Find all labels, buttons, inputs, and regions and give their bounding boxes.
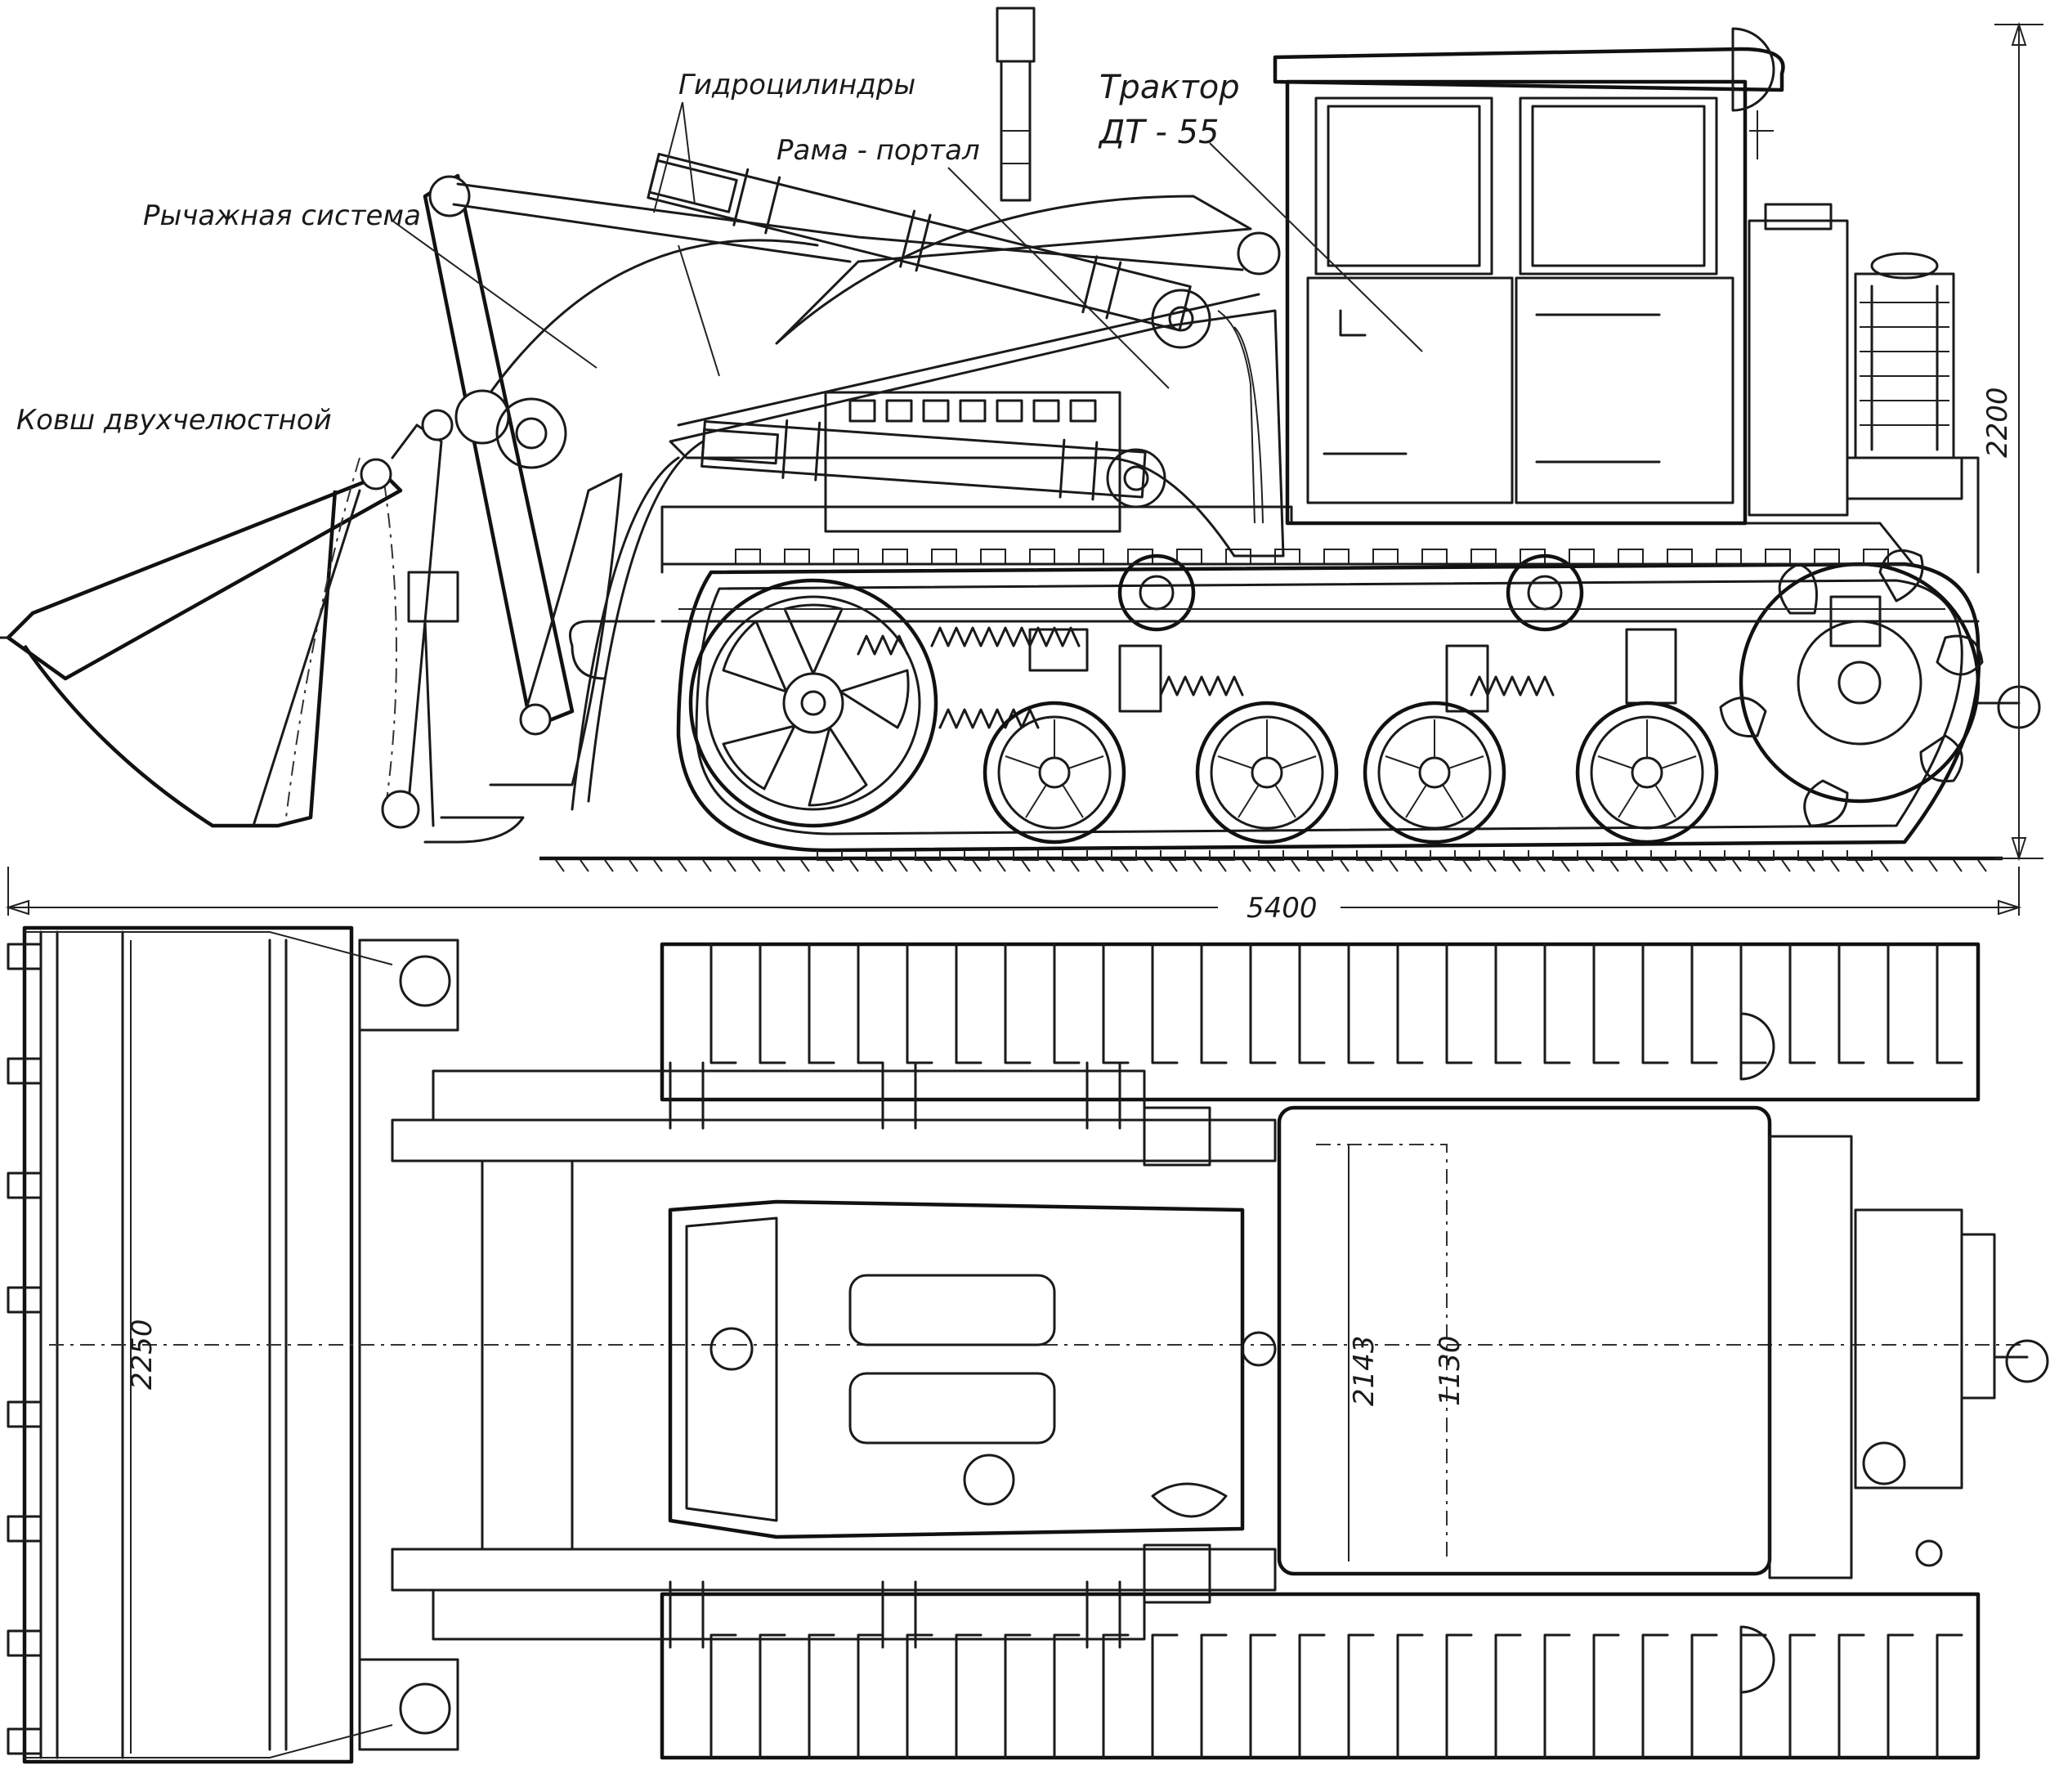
crawler-track [676, 549, 1981, 861]
hydraulic-cylinders [647, 152, 1281, 501]
exhaust-stack [996, 7, 1036, 202]
dimension-length: 5400 [5, 867, 2022, 925]
label-bucket: Ковш двухчелюстной [16, 404, 332, 437]
road-wheel-icon [1195, 701, 1339, 844]
idler-wheel-icon [688, 578, 938, 828]
suspension-springs [857, 626, 1677, 729]
bucket-teeth [7, 943, 43, 1755]
label-tractor-model: ДТ - 55 [1098, 114, 1219, 151]
dimension-gauge-value: 1130 [1434, 1335, 1466, 1406]
side-view: Гидроцилиндры Рама - портал Трактор ДТ -… [0, 7, 2043, 925]
dimension-bucket-width-value: 2250 [126, 1319, 159, 1390]
lever-system [423, 173, 1244, 811]
bucket-plan: 2250 [7, 925, 2027, 1764]
cabin [1273, 27, 1785, 526]
dimension-track-width-value: 2143 [1348, 1335, 1381, 1406]
dimension-length-value: 5400 [1247, 892, 1318, 925]
top-view: 2250 [7, 925, 2049, 1764]
road-wheels [982, 701, 1719, 844]
portal-frame [669, 289, 1285, 558]
track-left-plan [660, 942, 1981, 1102]
support-rollers [1117, 553, 1584, 632]
engine-plan [668, 1199, 1277, 1539]
engine-hood [775, 195, 1252, 533]
rear-equipment [1748, 203, 1980, 574]
track-right-plan [660, 1592, 1981, 1760]
ground-line [539, 856, 2003, 872]
rear-plan [1768, 1135, 2049, 1579]
label-group-side: Гидроцилиндры Рама - портал Трактор ДТ -… [16, 69, 1423, 437]
dimension-height: 2200 [1981, 21, 2043, 862]
road-wheel-icon [982, 701, 1126, 844]
dimension-height-value: 2200 [1981, 387, 2014, 458]
road-wheel-icon [1363, 701, 1506, 844]
arms-plan [391, 1061, 1277, 1649]
bucket [0, 409, 525, 844]
label-portal-frame: Рама - портал [777, 134, 980, 167]
road-wheel-icon [1575, 701, 1719, 844]
label-tractor: Трактор [1099, 69, 1240, 106]
tractor-body [660, 505, 1980, 647]
label-hydrocylinders: Гидроцилиндры [678, 69, 915, 101]
cabin-plan: 2143 1130 [1277, 1012, 1775, 1694]
label-lever-system: Рычажная система [143, 199, 421, 232]
